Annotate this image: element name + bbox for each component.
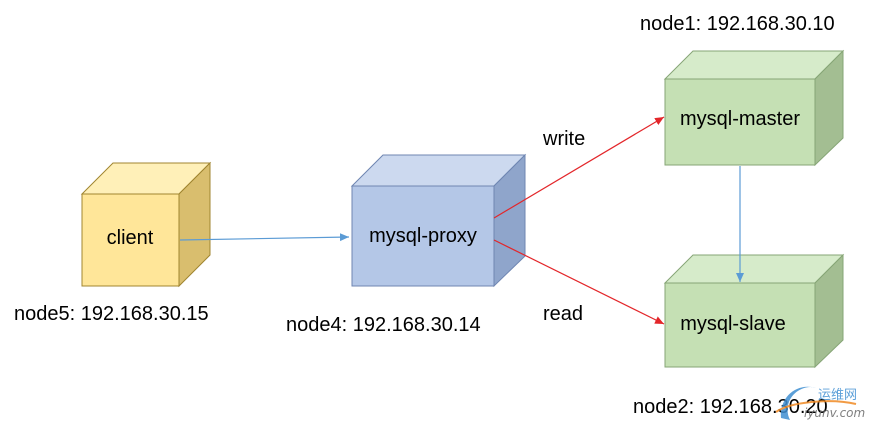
watermark-orbit-icon (775, 400, 857, 413)
watermark-swoosh-icon (780, 386, 816, 420)
proxy-node: mysql-proxy (350, 153, 527, 288)
client-node: client (80, 161, 212, 288)
slave-cube-top (663, 254, 845, 284)
client-label: client (107, 227, 154, 249)
watermark-en-text: iyunv.com (804, 406, 865, 420)
master-cube-top (663, 50, 845, 80)
slave-cube-front (664, 282, 816, 368)
client-cube-front (81, 193, 180, 287)
watermark-logo: 运维网 iyunv.com (775, 386, 865, 420)
master-host-label: node1: 192.168.30.10 (640, 13, 835, 35)
master-cube-front (664, 78, 816, 166)
slave-node: mysql-slave (663, 253, 845, 369)
watermark-cn-text: 运维网 (818, 388, 857, 403)
proxy-cube-front (351, 185, 495, 287)
client-host-label: node5: 192.168.30.15 (14, 303, 209, 325)
slave-host-label: node2: 192.168.30.20 (633, 396, 828, 418)
read-arrow (493, 239, 665, 325)
write-label: write (542, 128, 585, 150)
read-label: read (543, 303, 583, 325)
client-to-proxy-arrow (179, 233, 350, 242)
slave-label: mysql-slave (680, 313, 786, 335)
master-node: mysql-master (663, 49, 845, 167)
proxy-label: mysql-proxy (369, 225, 477, 247)
write-arrow (493, 116, 665, 219)
master-label: mysql-master (680, 108, 800, 130)
proxy-host-label: node4: 192.168.30.14 (286, 314, 481, 336)
